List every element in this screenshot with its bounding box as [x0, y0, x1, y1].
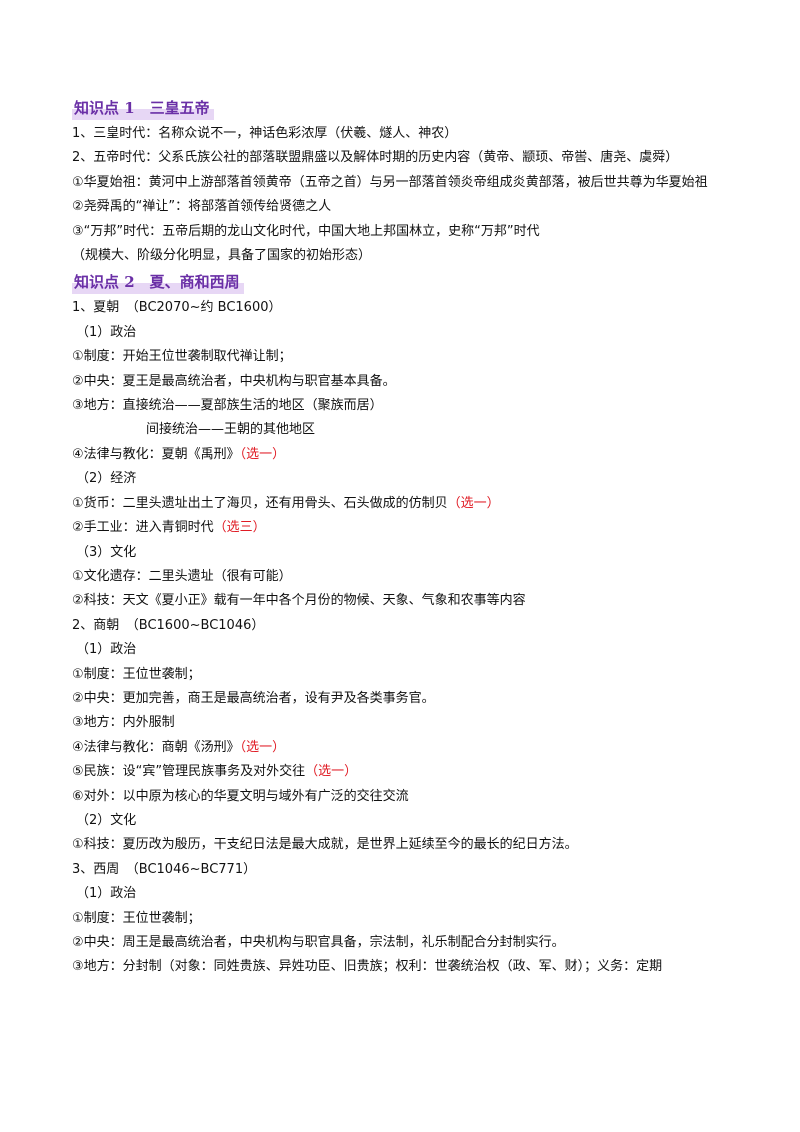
text-line: ①科技：夏历改为殷历，干支纪日法是最大成就，是世界上延续至今的最长的纪日方法。	[72, 837, 578, 853]
text-line: ③“万邦”时代：五帝后期的龙山文化时代，中国大地上邦国林立，史称“万邦”时代	[72, 223, 540, 239]
exam-note: （选一）	[239, 739, 286, 755]
text-line: ①货币：二里头遗址出土了海贝，还有用骨头、石头做成的仿制贝（选一）	[72, 492, 742, 516]
text-line: ①制度：开始王位世袭制取代禅让制；	[72, 349, 292, 365]
text-line: ④法律与教化：夏朝《禹刑》（选一）	[72, 443, 742, 467]
text-line: ③地方：内外服制	[72, 715, 175, 731]
text-line: ①制度：王位世袭制；	[72, 666, 201, 682]
line-text: ④法律与教化：夏朝《禹刑》	[72, 446, 240, 462]
exam-note: （选一）	[447, 495, 500, 511]
text-line: ⑥对外：以中原为核心的华夏文明与域外有广泛的交往交流	[72, 788, 409, 804]
text-line: ①文化遗存：二里头遗址（很有可能）	[72, 568, 292, 584]
text-line: ②中央：更加完善，商王是最高统治者，设有尹及各类事务官。	[72, 690, 435, 706]
exam-note: （选一）	[239, 446, 286, 462]
line-text: ②手工业：进入青铜时代	[72, 520, 214, 536]
exam-note: （选一）	[305, 764, 358, 780]
text-line: ③地方：直接统治——夏部族生活的地区（聚族而居）	[72, 398, 383, 414]
shang-title: 2、商朝 （BC1600~BC1046）	[72, 617, 265, 633]
heading-knowledge-point-1: 知识点 1 三皇五帝	[72, 96, 742, 120]
text-line: （规模大、阶级分化明显，具备了国家的初始形态）	[72, 248, 372, 264]
subsection-label: （1）政治	[76, 324, 137, 340]
text-line: ④法律与教化：商朝《汤刑》（选一）	[72, 736, 742, 760]
line-text: ⑤民族：设“宾”管理民族事务及对外交往	[72, 764, 306, 780]
text-line: ②中央：周王是最高统治者，中央机构与职官具备，宗法制，礼乐制配合分封制实行。	[72, 935, 565, 950]
heading-knowledge-point-2: 知识点 2 夏、商和西周	[72, 270, 742, 295]
text-line: 间接统治——王朝的其他地区	[146, 422, 316, 438]
exam-note: （选三）	[213, 520, 266, 536]
subsection-label: （1）政治	[76, 886, 137, 902]
zhou-title: 3、西周 （BC1046~BC771）	[72, 861, 257, 877]
text-line: ②中央：夏王是最高统治者，中央机构与职官基本具备。	[72, 373, 396, 389]
document-content: 知识点 1 三皇五帝 1、三皇时代：名称众说不一，神话色彩浓厚（伏羲、燧人、神农…	[72, 96, 742, 980]
line-text: ①货币：二里头遗址出土了海贝，还有用骨头、石头做成的仿制贝	[72, 495, 448, 511]
line-text: ④法律与教化：商朝《汤刑》	[72, 739, 240, 755]
subsection-label: （3）文化	[76, 544, 137, 560]
text-line: 1、三皇时代：名称众说不一，神话色彩浓厚（伏羲、燧人、神农）	[72, 126, 458, 141]
subsection-label: （2）经济	[76, 471, 137, 487]
heading-highlight: 知识点 2 夏、商和西周	[72, 270, 244, 295]
text-line: ②尧舜禹的“禅让”：将部落首领传给贤德之人	[72, 199, 332, 215]
text-line: 2、五帝时代：父系氏族公社的部落联盟鼎盛以及解体时期的历史内容（黄帝、颛顼、帝喾…	[72, 150, 679, 166]
text-line: ②手工业：进入青铜时代（选三）	[72, 516, 742, 540]
xia-title: 1、夏朝 （BC2070~约 BC1600）	[72, 300, 282, 316]
subsection-label: （1）政治	[76, 642, 137, 658]
text-line: ①华夏始祖：黄河中上游部落首领黄帝（五帝之首）与另一部落首领炎帝组成炎黄部落，被…	[72, 174, 708, 190]
heading-highlight: 知识点 1 三皇五帝	[72, 96, 214, 120]
text-line: ⑤民族：设“宾”管理民族事务及对外交往（选一）	[72, 760, 742, 784]
text-line: ①制度：王位世袭制；	[72, 910, 201, 926]
subsection-label: （2）文化	[76, 812, 137, 828]
text-line: ③地方：分封制（对象：同姓贵族、异姓功臣、旧贵族；权利：世袭统治权（政、军、财）…	[72, 959, 663, 975]
text-line: ②科技：天文《夏小正》载有一年中各个月份的物候、天象、气象和农事等内容	[72, 593, 526, 609]
